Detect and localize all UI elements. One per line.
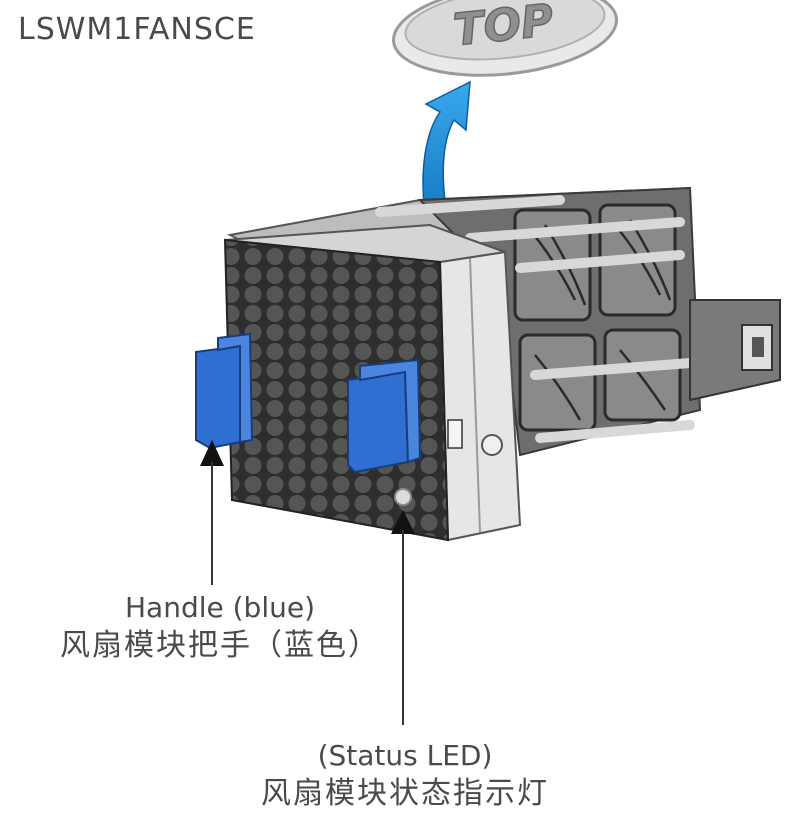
top-badge-text: TOP [451, 0, 555, 56]
side-panel [438, 250, 522, 542]
handle-label-zh: 风扇模块把手（蓝色） [60, 628, 380, 663]
handle-right [347, 358, 422, 474]
status-led-label-en: (Status LED) [317, 739, 493, 772]
handle-left [195, 332, 254, 450]
handle-label-en: Handle (blue) [124, 591, 315, 624]
status-led-pointer [391, 510, 415, 725]
status-led [394, 488, 412, 506]
status-led-callout: (Status LED) 风扇模块状态指示灯 [220, 738, 590, 814]
model-label: LSWM1FANSCE [18, 12, 256, 47]
top-badge: TOP [392, 0, 618, 77]
status-led-label-zh: 风扇模块状态指示灯 [261, 776, 549, 811]
handle-callout: Handle (blue) 风扇模块把手（蓝色） [25, 590, 415, 666]
handle-pointer [200, 440, 224, 585]
